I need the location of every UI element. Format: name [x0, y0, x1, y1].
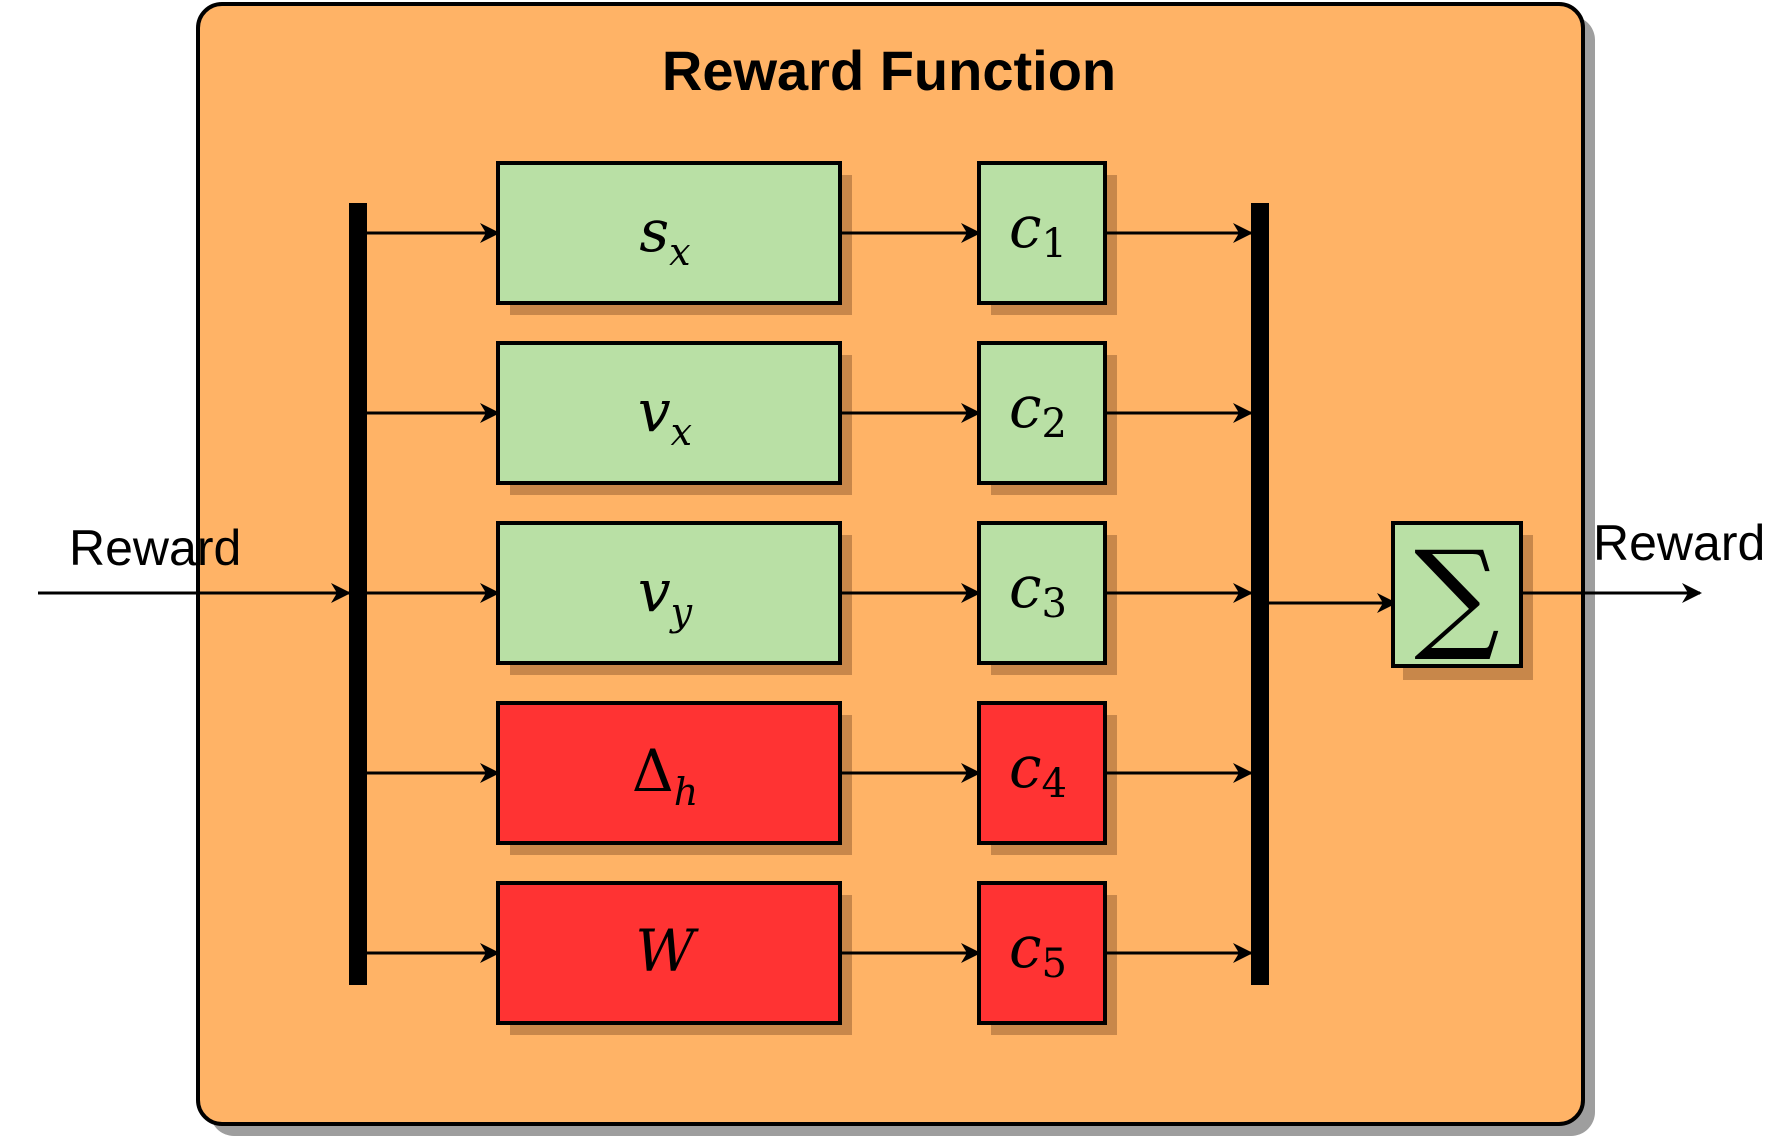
feature-label: vy: [638, 557, 693, 634]
feature-label: sx: [639, 197, 690, 274]
coefficient-subscript: 3: [1042, 581, 1067, 627]
feature-symbol: v: [638, 557, 671, 625]
feature-box: [496, 521, 842, 665]
feature-subscript: h: [674, 770, 698, 814]
coefficient-symbol: c: [1009, 733, 1041, 801]
panel-title: Reward Function: [662, 39, 1116, 102]
feature-label: W: [635, 917, 699, 985]
feature-box: [496, 341, 842, 485]
feature-box: [496, 881, 842, 1025]
feature-label: vx: [638, 377, 692, 454]
output-label: Reward: [1593, 515, 1765, 571]
coefficient-subscript: 5: [1042, 941, 1067, 987]
coefficient-subscript: 2: [1042, 401, 1067, 447]
coefficient-symbol: c: [1009, 913, 1041, 981]
feature-symbol: s: [639, 197, 669, 265]
coefficient-symbol: c: [1009, 193, 1041, 261]
coefficient-symbol: c: [1009, 553, 1041, 621]
coefficient-subscript: 4: [1042, 761, 1067, 807]
input-distribution-bar: [349, 203, 367, 985]
feature-symbol: W: [635, 917, 699, 985]
feature-symbol: v: [638, 377, 671, 445]
feature-subscript: y: [669, 590, 693, 634]
feature-label: Δh: [632, 737, 698, 814]
feature-subscript: x: [671, 410, 692, 454]
coefficient-symbol: c: [1009, 373, 1041, 441]
coefficient-label: c2: [1009, 373, 1067, 447]
sum-symbol-icon: ∑: [1414, 526, 1500, 665]
coefficient-label: c5: [1009, 913, 1067, 987]
input-label: Reward: [69, 520, 241, 576]
output-collection-bar: [1251, 203, 1269, 985]
coefficient-label: c1: [1009, 193, 1067, 267]
coefficient-box: [977, 521, 1107, 665]
reward-function-panel: [196, 2, 1585, 1126]
feature-box: [496, 701, 842, 845]
feature-symbol: Δ: [632, 737, 674, 805]
coefficient-box: [977, 341, 1107, 485]
sum-box: [1391, 521, 1523, 668]
coefficient-label: c4: [1009, 733, 1067, 807]
feature-subscript: x: [669, 230, 690, 274]
coefficient-subscript: 1: [1042, 221, 1067, 267]
coefficient-label: c3: [1009, 553, 1067, 627]
